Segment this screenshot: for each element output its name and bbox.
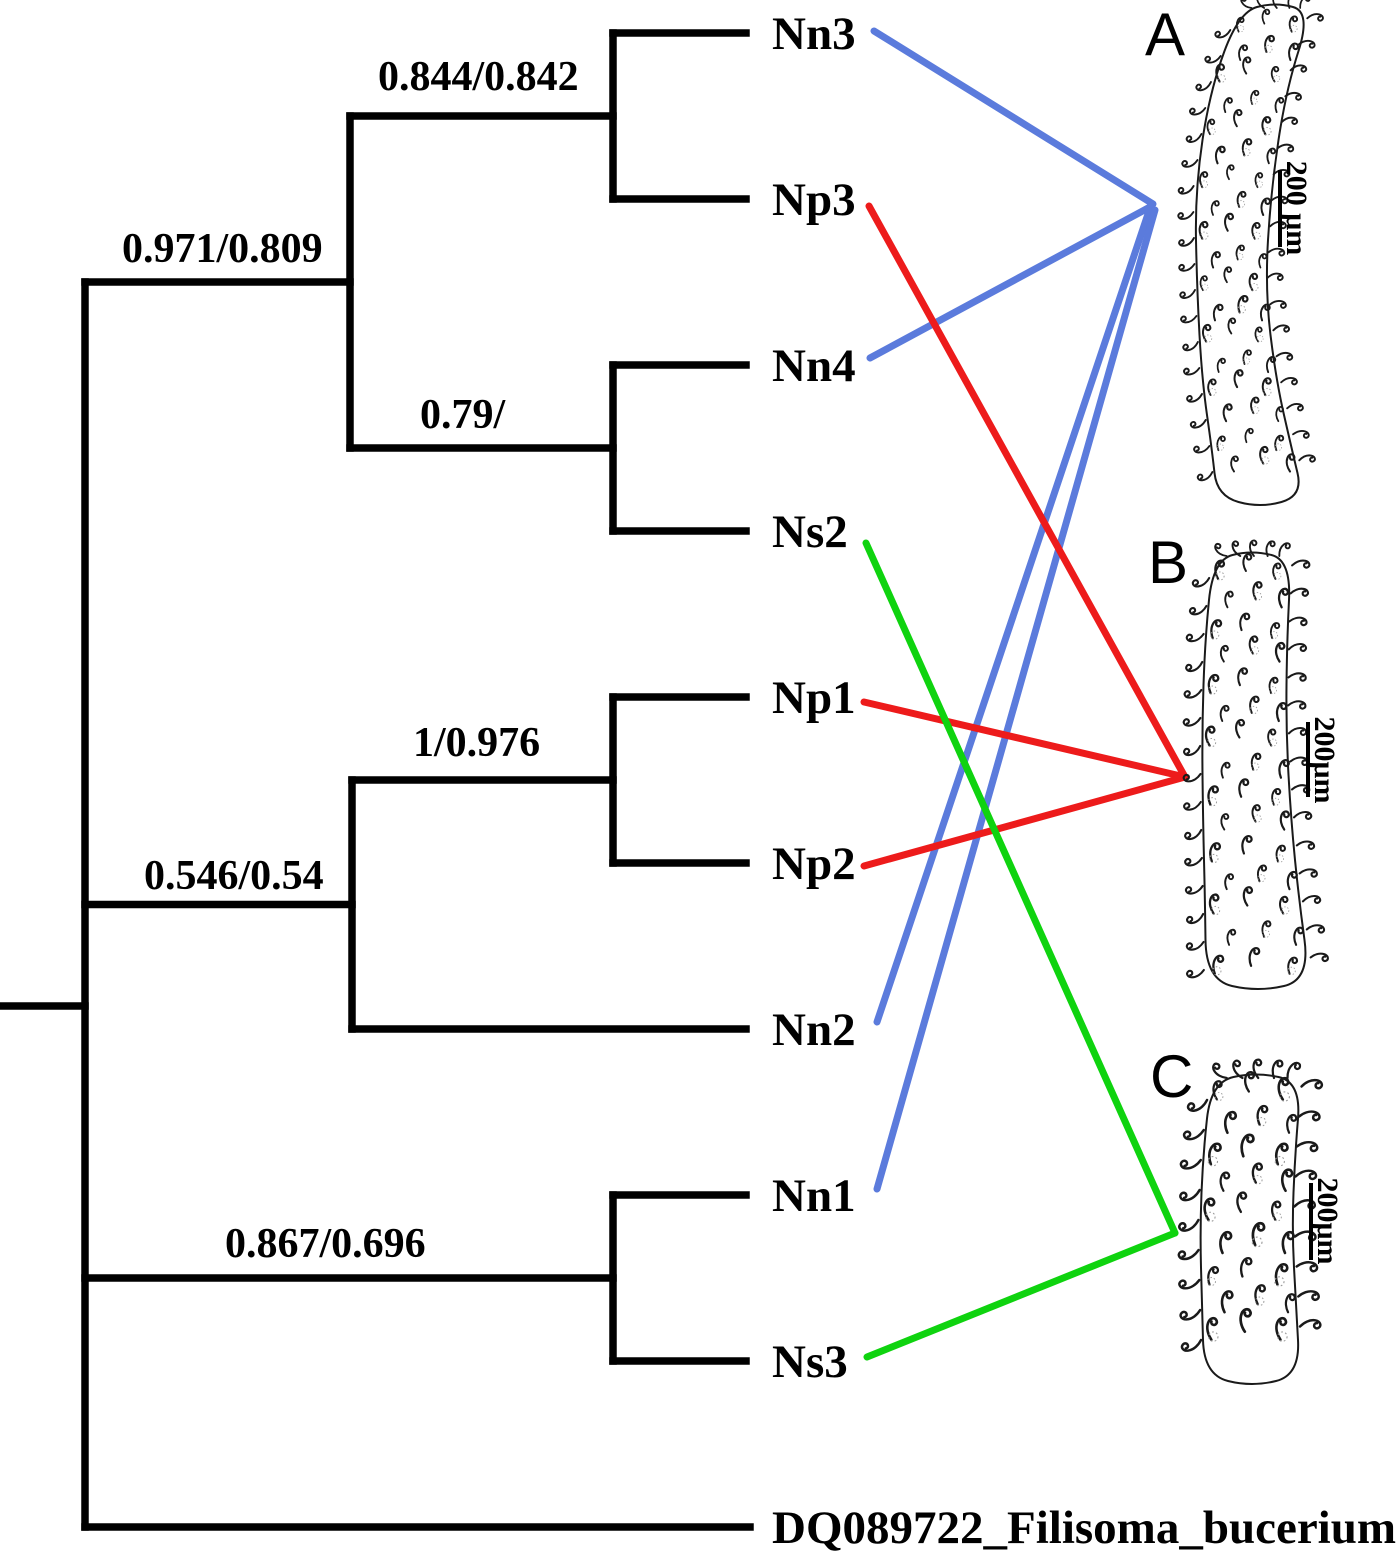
node-support-labels: 0.844/0.842 0.971/0.809 0.79/1/0.976 0.546/… — [122, 54, 579, 1267]
support-value-label: 0.971/0.809 — [122, 226, 323, 272]
phylogenetic-tree-branches — [0, 29, 754, 1531]
taxon-label-DQ089722_Filisoma_bucerium: DQ089722_Filisoma_bucerium — [772, 1502, 1396, 1554]
taxon-label-Ns2: Ns2 — [772, 506, 848, 558]
taxon-label-Np3: Np3 — [772, 174, 856, 226]
link-line-Ns2-to-C — [862, 539, 1179, 1237]
link-line-Np1-to-B — [860, 698, 1189, 781]
support-value-label: 1/0.976 — [413, 720, 540, 766]
support-value-label: 0.844/0.842 — [378, 54, 579, 100]
proboscis-drawing-B — [1181, 538, 1331, 990]
scale-bar-label-A: 200 μm — [1280, 161, 1313, 256]
proboscis-drawing-A — [1176, 0, 1325, 506]
drawing-letter-C: C — [1150, 1043, 1193, 1110]
link-line-Nn4-to-A — [866, 203, 1154, 362]
proboscis-outline-C — [1199, 1073, 1300, 1385]
taxon-label-Np2: Np2 — [772, 838, 856, 890]
support-value-label: 0.867/0.696 — [225, 1221, 426, 1267]
drawing-letter-B: B — [1148, 529, 1188, 596]
taxon-label-Nn3: Nn3 — [772, 8, 856, 60]
drawing-letter-A: A — [1145, 1, 1185, 68]
link-line-Nn1-to-A — [873, 206, 1159, 1193]
proboscis-outline-A — [1194, 3, 1305, 506]
taxon-drawing-link-lines — [860, 27, 1189, 1361]
scale-bar-label-B: 200μm — [1308, 717, 1341, 804]
link-line-Nn3-to-A — [870, 27, 1157, 208]
taxon-label-Nn2: Nn2 — [772, 1004, 856, 1056]
proboscis-drawing-C — [1176, 1057, 1325, 1385]
scale-bar-label-C: 200μm — [1311, 1178, 1344, 1265]
link-line-Nn2-to-A — [873, 207, 1153, 1026]
link-line-Np3-to-B — [865, 202, 1189, 781]
taxon-label-Np1: Np1 — [772, 672, 856, 724]
taxon-label-Ns3: Ns3 — [772, 1336, 848, 1388]
link-line-Ns3-to-C — [863, 1229, 1179, 1361]
proboscis-outline-B — [1201, 551, 1307, 990]
support-value-label: 0.79/ — [420, 392, 507, 438]
taxon-label-Nn4: Nn4 — [772, 340, 856, 392]
support-value-label: 0.546/0.54 — [144, 853, 324, 899]
taxon-label-Nn1: Nn1 — [772, 1170, 856, 1222]
taxon-labels: Nn3Np3Nn4Ns2Np1Np2Nn2Nn1Ns3DQ089722_Fili… — [772, 8, 1396, 1554]
link-line-Np2-to-B — [860, 773, 1189, 870]
